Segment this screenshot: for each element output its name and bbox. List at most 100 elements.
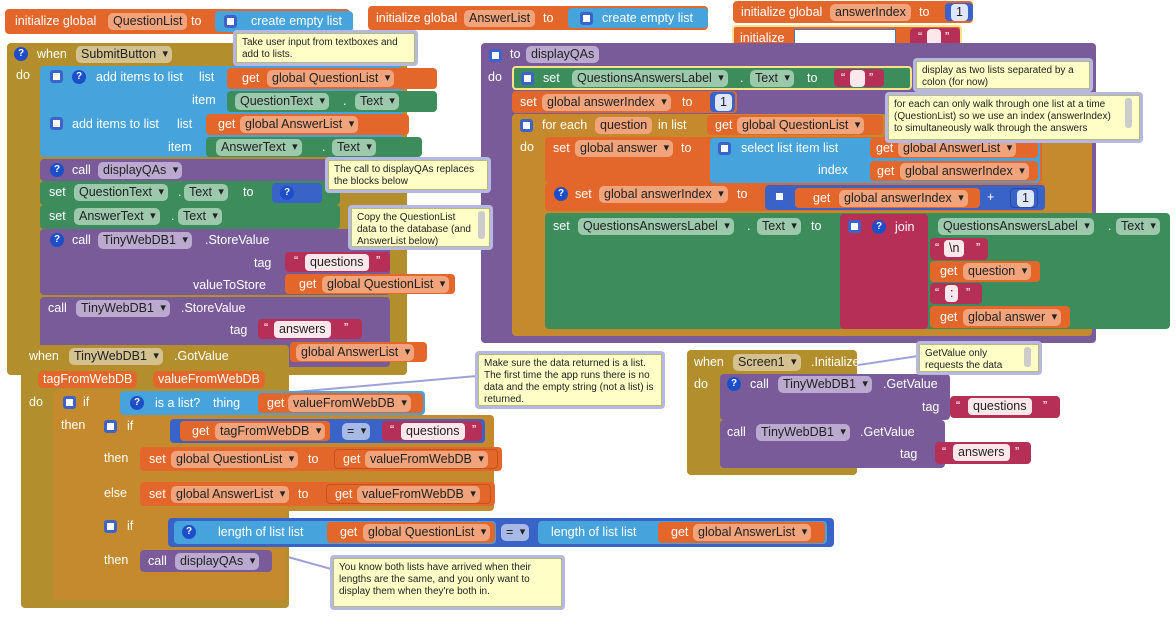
- property-dropdown[interactable]: Text: [750, 70, 794, 87]
- component-dropdown[interactable]: AnswerText: [74, 208, 160, 225]
- scrollbar[interactable]: [1125, 98, 1132, 128]
- length-of-list-block[interactable]: length of list list get global AnswerLis…: [538, 521, 827, 544]
- component-dropdown[interactable]: TinyWebDB1: [778, 376, 872, 393]
- property-dropdown[interactable]: Text: [1116, 218, 1160, 235]
- addition-block[interactable]: get global answerIndex + 1: [765, 185, 1045, 210]
- variable-dropdown[interactable]: valueFromWebDB: [365, 451, 488, 468]
- text-value[interactable]: [927, 29, 941, 46]
- get-variable-block[interactable]: get valueFromWebDB: [258, 393, 423, 413]
- compare-block[interactable]: get tagFromWebDB = “ questions ”: [170, 419, 485, 443]
- help-icon[interactable]: ?: [727, 377, 741, 391]
- component-dropdown[interactable]: QuestionsAnswersLabel: [938, 218, 1094, 235]
- component-property-block[interactable]: QuestionText . Text: [227, 91, 437, 112]
- gear-icon[interactable]: [521, 72, 534, 85]
- property-dropdown[interactable]: Text: [184, 184, 228, 201]
- gear-icon[interactable]: [718, 142, 731, 155]
- compare-lengths-block[interactable]: ? length of list list get global Questio…: [168, 518, 834, 547]
- call-procedure-block[interactable]: ? call displayQAs: [40, 159, 340, 181]
- comment-text[interactable]: Copy the QuestionList data to the databa…: [351, 208, 490, 247]
- component-dropdown[interactable]: TinyWebDB1: [76, 300, 170, 317]
- comment-text[interactable]: The call to displayQAs replaces the bloc…: [328, 160, 488, 190]
- text-value[interactable]: answers: [953, 444, 1010, 461]
- set-property-block[interactable]: set QuestionText . Text to ?: [40, 181, 340, 205]
- get-variable-block[interactable]: get global AnswerList: [870, 138, 1038, 158]
- comment-text[interactable]: display as two lists separated by a colo…: [916, 61, 1090, 89]
- variable-name-field[interactable]: QuestionList: [108, 13, 188, 30]
- text-block[interactable]: “ : ”: [930, 283, 982, 304]
- component-dropdown[interactable]: QuestionText: [235, 93, 329, 110]
- help-icon[interactable]: ?: [50, 163, 64, 177]
- text-value[interactable]: questions: [968, 398, 1032, 415]
- text-block[interactable]: “ questions ”: [285, 252, 390, 272]
- comment-bubble[interactable]: Make sure the data returned is a list. T…: [475, 351, 665, 409]
- variable-dropdown[interactable]: valueFromWebDB: [357, 486, 480, 503]
- component-dropdown[interactable]: TinyWebDB1: [69, 348, 163, 365]
- variable-dropdown[interactable]: global QuestionList: [322, 276, 450, 293]
- variable-dropdown[interactable]: global answerIndex: [542, 94, 671, 111]
- variable-dropdown[interactable]: global QuestionList: [171, 451, 299, 468]
- variable-dropdown[interactable]: global answerIndex: [900, 163, 1029, 180]
- operator-dropdown[interactable]: =: [501, 524, 530, 541]
- get-variable-block[interactable]: get global AnswerList: [206, 114, 409, 135]
- variable-dropdown[interactable]: global QuestionList: [737, 117, 865, 134]
- gear-icon[interactable]: [489, 49, 502, 62]
- set-variable-block[interactable]: set global AnswerList to get valueFromWe…: [140, 482, 495, 506]
- component-dropdown[interactable]: AnswerText: [216, 139, 302, 156]
- comment-bubble[interactable]: display as two lists separated by a colo…: [913, 58, 1093, 92]
- call-get-value-block[interactable]: ? call TinyWebDB1 .GetValue tag: [720, 374, 950, 420]
- text-block[interactable]: “ questions ”: [950, 396, 1060, 418]
- get-variable-block[interactable]: get global answerIndex: [870, 161, 1038, 181]
- operator-dropdown[interactable]: =: [342, 423, 371, 440]
- comment-text[interactable]: You know both lists have arrived when th…: [333, 558, 562, 607]
- variable-dropdown[interactable]: question: [963, 263, 1032, 280]
- help-icon[interactable]: ?: [72, 70, 86, 84]
- set-property-block[interactable]: set AnswerText . Text: [40, 205, 340, 229]
- text-value[interactable]: \n: [944, 240, 965, 257]
- get-variable-block[interactable]: get global AnswerList: [658, 522, 825, 543]
- comment-bubble[interactable]: for each can only walk through one list …: [885, 92, 1143, 143]
- comment-text[interactable]: Take user input from textboxes and add t…: [236, 33, 415, 63]
- component-property-block[interactable]: QuestionsAnswersLabel . Text: [930, 215, 1166, 238]
- help-icon[interactable]: ?: [280, 186, 294, 200]
- variable-dropdown[interactable]: global AnswerList: [296, 344, 415, 361]
- text-block[interactable]: “ \n ”: [930, 238, 988, 260]
- text-value[interactable]: [850, 70, 865, 87]
- init-answer-index-block[interactable]: initialize global answerIndex to 1: [733, 1, 973, 23]
- component-dropdown[interactable]: QuestionsAnswersLabel: [572, 70, 728, 87]
- help-icon[interactable]: ?: [14, 47, 28, 61]
- variable-dropdown[interactable]: global answerIndex: [839, 190, 968, 207]
- property-dropdown[interactable]: Text: [332, 139, 376, 156]
- gear-icon[interactable]: [520, 119, 533, 132]
- call-store-value-block[interactable]: ? call TinyWebDB1 .StoreValue tag valueT…: [40, 229, 455, 295]
- number-value[interactable]: 1: [715, 94, 732, 111]
- comment-bubble[interactable]: Copy the QuestionList data to the databa…: [348, 205, 493, 250]
- gear-icon[interactable]: [104, 520, 117, 533]
- gear-icon[interactable]: [848, 220, 861, 233]
- gear-icon[interactable]: [104, 420, 117, 433]
- number-block[interactable]: 1: [945, 3, 973, 21]
- comment-bubble[interactable]: You know both lists have arrived when th…: [330, 555, 565, 610]
- text-value[interactable]: questions: [305, 254, 369, 271]
- text-block[interactable]: “ questions ”: [382, 421, 482, 441]
- join-block[interactable]: ? join: [840, 214, 928, 329]
- variable-dropdown[interactable]: tagFromWebDB: [215, 423, 326, 440]
- property-dropdown[interactable]: Text: [757, 218, 801, 235]
- number-block[interactable]: 1: [1010, 188, 1038, 208]
- procedure-dropdown[interactable]: displayQAs: [98, 162, 183, 179]
- variable-dropdown[interactable]: valueFromWebDB: [288, 395, 411, 412]
- set-variable-block[interactable]: set global QuestionList to get valueFrom…: [140, 447, 502, 471]
- gear-icon[interactable]: [50, 117, 63, 130]
- comment-text[interactable]: GetValue only requests the data: [919, 344, 1039, 372]
- get-variable-block[interactable]: get valueFromWebDB: [334, 449, 498, 469]
- scrollbar[interactable]: [478, 211, 485, 239]
- get-variable-block[interactable]: get global answerIndex: [795, 188, 980, 208]
- event-parameter[interactable]: tagFromWebDB: [38, 371, 138, 388]
- question-text-value-block[interactable]: ?: [272, 183, 322, 203]
- property-dropdown[interactable]: Text: [178, 208, 222, 225]
- event-parameter[interactable]: valueFromWebDB: [153, 371, 265, 388]
- add-items-to-list-block[interactable]: add items to list list item get global A…: [40, 113, 422, 157]
- variable-dropdown[interactable]: global QuestionList: [267, 70, 395, 87]
- number-block[interactable]: 1: [710, 92, 735, 112]
- component-dropdown[interactable]: TinyWebDB1: [756, 424, 850, 441]
- select-list-item-block[interactable]: select list item list index get global A…: [710, 138, 1040, 183]
